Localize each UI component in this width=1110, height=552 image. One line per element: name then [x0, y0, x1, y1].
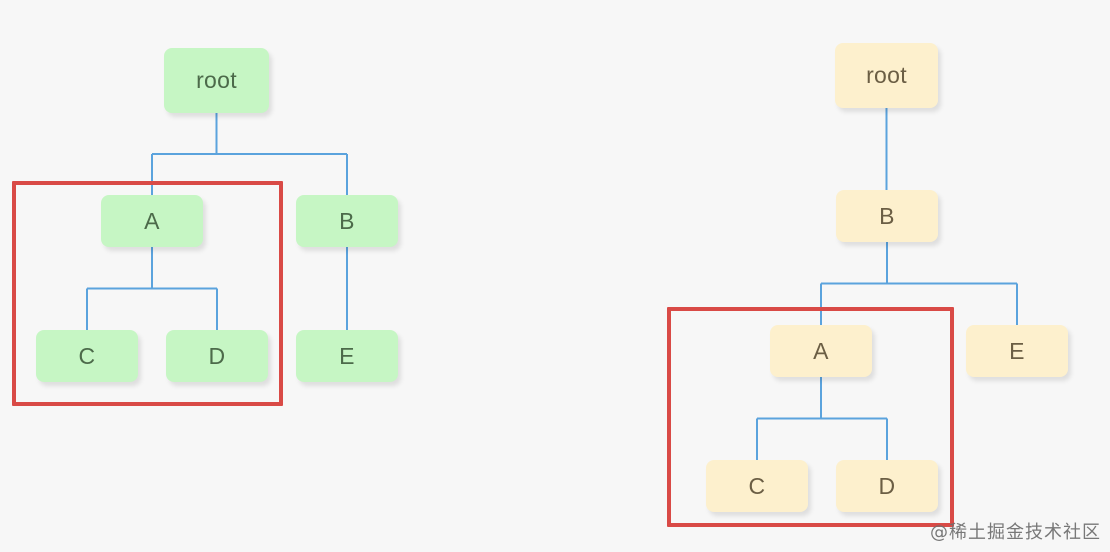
node-label: B [879, 202, 895, 229]
node-right-tree-root[interactable]: root [835, 43, 938, 108]
selection-box-left-tree[interactable] [12, 181, 283, 406]
watermark-text: @稀土掘金技术社区 [930, 522, 1101, 543]
node-label: B [339, 207, 355, 234]
node-label: root [196, 67, 237, 93]
node-label: root [866, 62, 907, 88]
node-right-tree-b[interactable]: B [836, 190, 938, 242]
node-label: E [1009, 337, 1025, 364]
node-label: E [339, 342, 355, 369]
node-right-tree-e[interactable]: E [966, 325, 1068, 377]
node-left-tree-root[interactable]: root [164, 48, 269, 113]
node-left-tree-b[interactable]: B [296, 195, 398, 247]
selection-box-right-tree[interactable] [667, 307, 954, 527]
node-left-tree-e[interactable]: E [296, 330, 398, 382]
